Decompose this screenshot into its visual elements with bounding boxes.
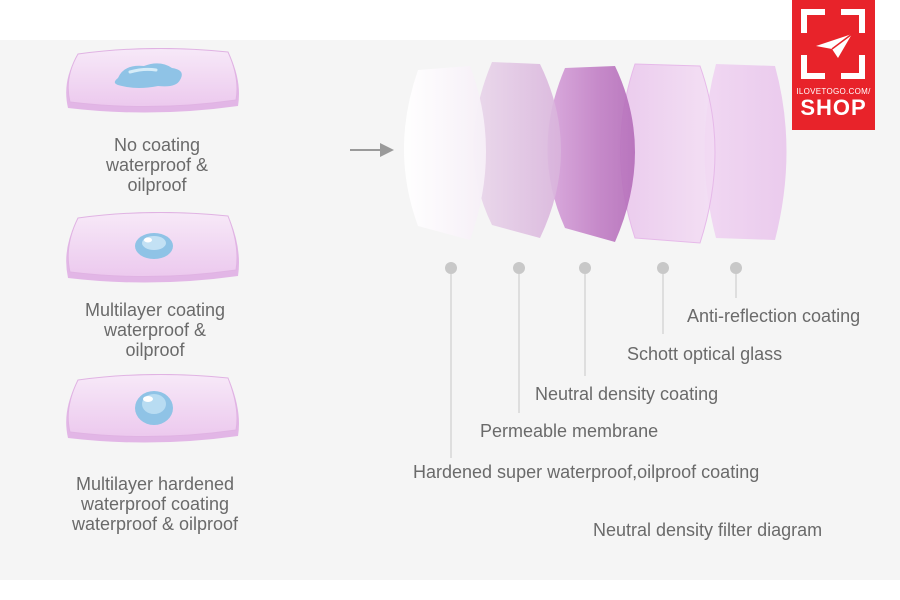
schott-glass-label: Schott optical glass	[627, 344, 783, 364]
hardened-coating-dot	[445, 262, 457, 274]
logo-shop-text: SHOP	[800, 95, 867, 120]
frame-plane-logo-icon	[801, 9, 865, 79]
permeable-membrane-layer	[473, 62, 561, 238]
schott-glass-dot	[657, 262, 669, 274]
hardened-coating-layer	[404, 66, 486, 240]
hardened-coating-label: Hardened super waterproof,oilproof coati…	[413, 462, 760, 482]
multilayer-hardened-caption: Multilayer hardened waterproof coating w…	[71, 474, 239, 534]
flat-spread-droplet-icon	[114, 63, 182, 88]
anti-reflection-label: Anti-reflection coating	[687, 306, 861, 326]
arrow-right-icon	[350, 143, 394, 157]
anti-reflection-dot	[730, 262, 742, 274]
neutral-density-dot	[579, 262, 591, 274]
permeable-membrane-dot	[513, 262, 525, 274]
logo-url-text: ILOVETOGO.COM/	[796, 87, 871, 96]
no-coating-caption: No coating waterproof & oilproof	[105, 135, 209, 195]
no-coating-swatch	[66, 48, 239, 113]
anti-reflection-layer	[704, 64, 787, 240]
round-bead-droplet-icon	[135, 391, 173, 425]
diagram-caption: Neutral density filter diagram	[593, 520, 823, 540]
permeable-membrane-label: Permeable membrane	[480, 421, 659, 441]
bead-droplet-icon	[135, 233, 173, 259]
neutral-density-layer	[547, 66, 635, 242]
multilayer-hardened-swatch	[66, 374, 239, 443]
multilayer-coating-caption: Multilayer coating waterproof & oilproof	[84, 300, 226, 360]
multilayer-coating-swatch	[66, 212, 239, 283]
shop-logo: ILOVETOGO.COM/ SHOP	[792, 0, 875, 130]
neutral-density-label: Neutral density coating	[535, 384, 719, 404]
